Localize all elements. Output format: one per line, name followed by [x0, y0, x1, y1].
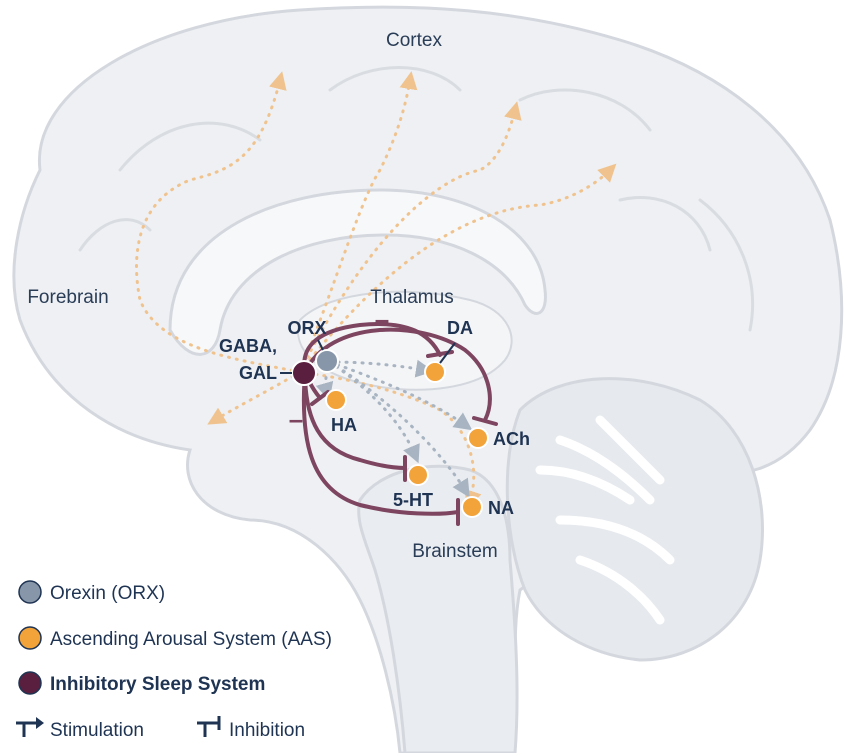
legend: Orexin (ORX) Ascending Arousal System (A…: [16, 580, 332, 741]
serotonin-node: [407, 464, 429, 486]
serotonin-label: 5-HT: [393, 490, 433, 510]
legend-stimulation-label: Stimulation: [50, 720, 144, 741]
region-label-forebrain: Forebrain: [27, 287, 108, 308]
legend-orexin-label: Orexin (ORX): [50, 583, 165, 604]
inhibition-mark-thalamus: –: [375, 304, 389, 334]
legend-aas-swatch: [18, 626, 42, 650]
region-label-brainstem: Brainstem: [412, 541, 498, 562]
orx-leader-line: [317, 339, 324, 351]
da-node: [424, 361, 446, 383]
ach-label: ACh: [493, 429, 530, 449]
orexin-projections: [315, 359, 473, 498]
da-label: DA: [447, 318, 473, 338]
na-label: NA: [488, 498, 514, 518]
legend-aas-label: Ascending Arousal System (AAS): [50, 629, 332, 650]
gaba-gal-label-line1: GABA,: [219, 336, 277, 356]
gaba-gal-label-line2: GAL: [239, 363, 277, 383]
ha-node: [325, 389, 347, 411]
ach-node: [467, 427, 489, 449]
legend-orexin-swatch: [18, 580, 42, 604]
da-leader-line: [439, 342, 456, 364]
stimulation-arrow-icon: [16, 717, 44, 737]
na-node: [461, 496, 483, 518]
inhibition-bar-icon: [197, 716, 221, 737]
legend-inhibitory-label: Inhibitory Sleep System: [50, 674, 265, 695]
inhibitory-node: [291, 360, 317, 386]
region-label-thalamus: Thalamus: [370, 287, 453, 308]
orexin-node: [315, 349, 339, 373]
ha-label: HA: [331, 415, 357, 435]
legend-inhibitory-swatch: [18, 671, 42, 695]
inhibition-mark-ha: –: [289, 404, 303, 434]
orx-label: ORX: [287, 318, 326, 338]
legend-inhibition-label: Inhibition: [229, 720, 305, 741]
region-label-cortex: Cortex: [386, 30, 442, 51]
